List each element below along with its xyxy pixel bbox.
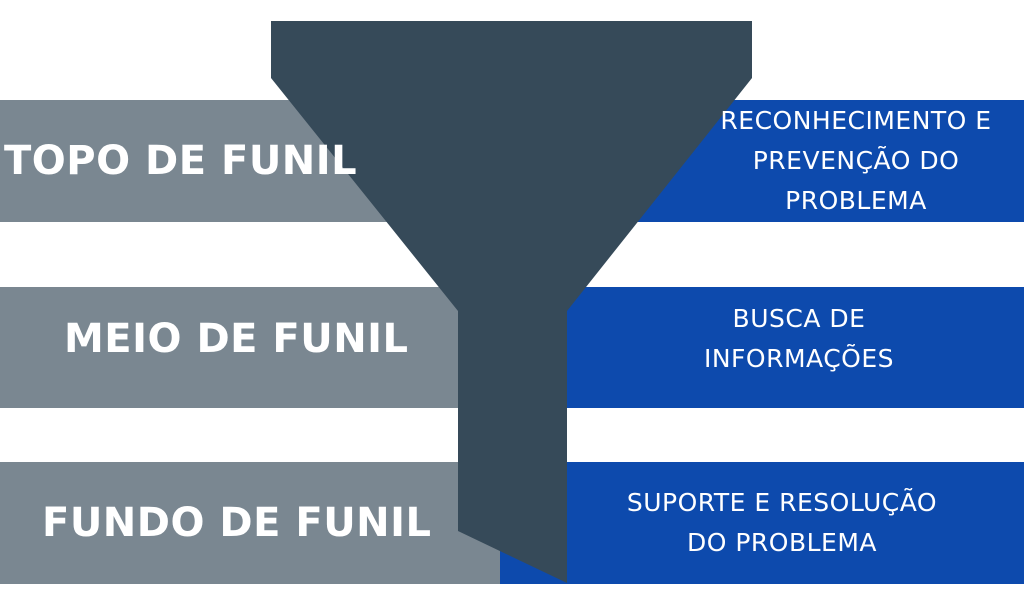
middle-stage-left-band: [0, 287, 470, 408]
description-line: INFORMAÇÕES: [703, 344, 895, 373]
stage-label-bottom: FUNDO DE FUNIL: [42, 500, 432, 546]
description-line: PROBLEMA: [785, 186, 927, 215]
stage-label-top: TOPO DE FUNIL: [4, 138, 358, 184]
description-line: DO PROBLEMA: [686, 528, 878, 557]
funnel-shape: [271, 21, 752, 583]
description-line: RECONHECIMENTO E: [720, 106, 992, 135]
bottom-stage-left-band: [0, 462, 500, 584]
description-line: PREVENÇÃO DO: [752, 146, 960, 175]
middle-stage-right-band: [555, 287, 1024, 408]
stage-description-bottom: SUPORTE E RESOLUÇÃO DO PROBLEMA: [602, 462, 962, 584]
description-line: SUPORTE E RESOLUÇÃO: [626, 488, 938, 517]
stage-description-top: RECONHECIMENTO E PREVENÇÃO DO PROBLEMA: [700, 100, 1012, 222]
description-line: BUSCA DE: [732, 304, 866, 333]
stage-label-middle: MEIO DE FUNIL: [64, 316, 409, 362]
stage-description-middle: BUSCA DE INFORMAÇÕES: [658, 287, 940, 391]
bottom-stage-right-band: [500, 462, 1024, 584]
